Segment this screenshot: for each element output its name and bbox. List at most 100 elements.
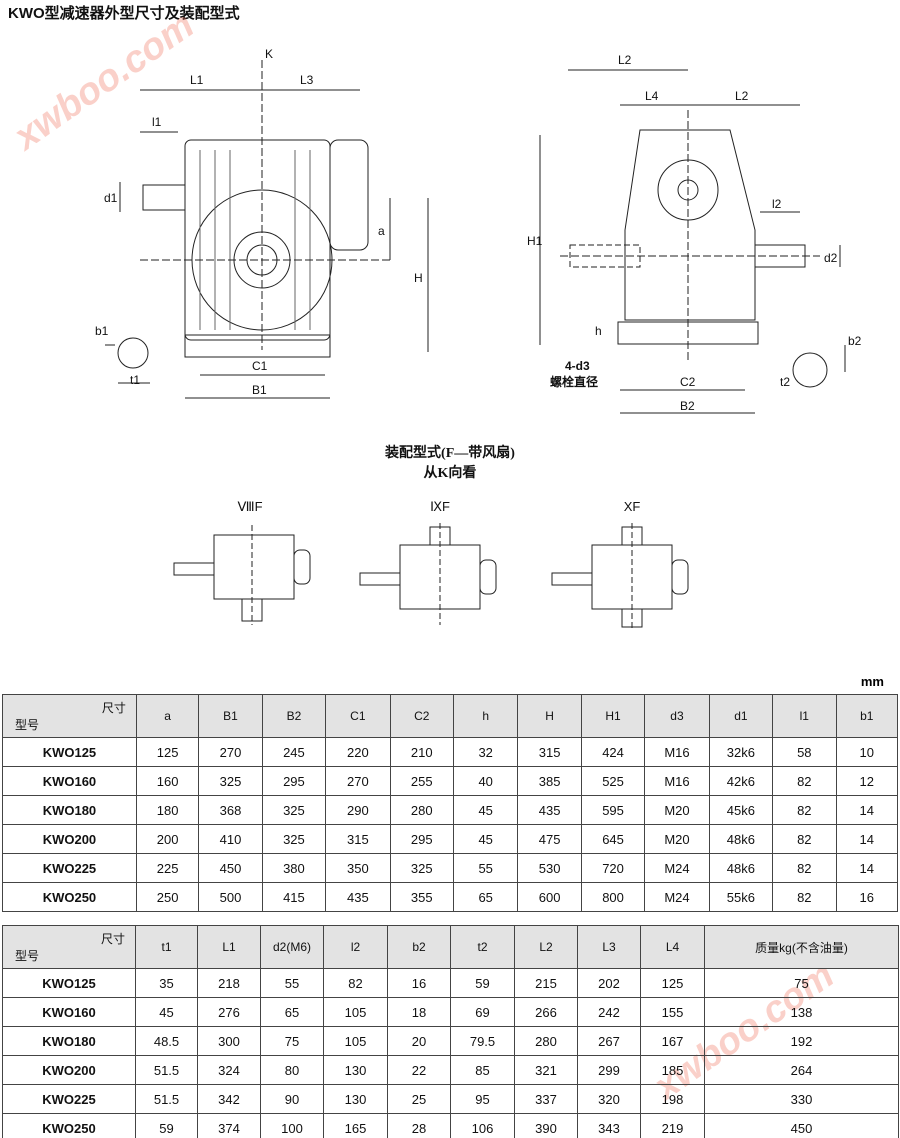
table-cell: 82 (772, 795, 837, 825)
label-B2: B2 (680, 399, 695, 413)
table-cell: 45k6 (708, 795, 774, 825)
column-header: 质量kg(不含油量) (704, 925, 899, 969)
table-cell: 82 (772, 853, 837, 883)
table-cell: 450 (198, 853, 263, 883)
table-cell: 300 (197, 1026, 261, 1056)
table-cell: 59 (450, 968, 515, 998)
column-header: B1 (198, 694, 263, 738)
label-l2: l2 (772, 197, 782, 211)
column-header: L1 (197, 925, 261, 969)
corner-dimension-label: 尺寸 (100, 932, 125, 946)
assembly-subtitle: 从K向看 (423, 466, 477, 481)
label-4-d3: 4-d3 (565, 359, 590, 373)
label-K: K (265, 47, 273, 61)
table-cell: 290 (325, 795, 391, 825)
corner-header: 尺寸型号 (2, 925, 136, 969)
table-cell: 22 (387, 1055, 451, 1085)
label-C2: C2 (680, 375, 696, 389)
table-cell: 55 (452, 853, 519, 883)
model-cell: KWO180 (2, 1026, 136, 1056)
front-view-drawing (105, 60, 429, 399)
table-cell: 16 (835, 882, 899, 912)
table-cell: 48k6 (708, 824, 774, 854)
table-cell: 280 (514, 1026, 578, 1056)
table-cell: 32 (452, 737, 519, 767)
column-header: L3 (577, 925, 641, 969)
assembly-8F-drawing (173, 525, 311, 625)
table-cell: 51.5 (135, 1055, 198, 1085)
label-a: a (378, 224, 385, 238)
table-cell: 130 (323, 1055, 388, 1085)
table-cell: 65 (452, 882, 519, 912)
table-cell: M16 (644, 766, 710, 796)
table-cell: 800 (580, 882, 646, 912)
table-cell: 242 (577, 997, 641, 1027)
table-cell: 90 (260, 1084, 324, 1114)
column-header: d3 (644, 694, 710, 738)
table-cell: 342 (197, 1084, 261, 1114)
table-cell: 315 (325, 824, 391, 854)
table-cell: 45 (452, 795, 519, 825)
table-cell: 82 (772, 766, 837, 796)
table-cell: 55k6 (708, 882, 774, 912)
corner-header: 尺寸型号 (2, 694, 137, 738)
column-header: l2 (323, 925, 388, 969)
table-cell: 218 (197, 968, 261, 998)
label-b1: b1 (95, 324, 109, 338)
table-cell: 220 (325, 737, 391, 767)
assembly-type-10F: XF (624, 499, 641, 514)
label-H: H (414, 271, 423, 285)
table-cell: 270 (198, 737, 263, 767)
table-cell: 18 (387, 997, 451, 1027)
table-cell: 42k6 (708, 766, 774, 796)
table-cell: 325 (389, 853, 454, 883)
table-cell: M20 (644, 824, 710, 854)
column-header: C2 (389, 694, 454, 738)
column-header: b2 (387, 925, 451, 969)
table-cell: 51.5 (135, 1084, 198, 1114)
table-cell: 250 (135, 882, 200, 912)
table-cell: 255 (389, 766, 454, 796)
table-cell: 600 (517, 882, 582, 912)
table-cell: 75 (260, 1026, 324, 1056)
table-cell: 185 (640, 1055, 705, 1085)
table-cell: 25 (387, 1084, 451, 1114)
table-cell: 12 (835, 766, 899, 796)
label-d1: d1 (104, 191, 118, 205)
model-cell: KWO160 (2, 997, 136, 1027)
assembly-9F-drawing (359, 523, 497, 625)
table-cell: 125 (135, 737, 200, 767)
label-L4: L4 (645, 89, 659, 103)
table-cell: 28 (387, 1113, 451, 1138)
column-header: t2 (450, 925, 515, 969)
table-cell: 320 (577, 1084, 641, 1114)
table-cell: 180 (135, 795, 200, 825)
table-cell: 210 (389, 737, 454, 767)
table-cell: 85 (450, 1055, 515, 1085)
table-cell: 48k6 (708, 853, 774, 883)
table-cell: 337 (514, 1084, 578, 1114)
label-t1: t1 (130, 373, 140, 387)
table-cell: 225 (135, 853, 200, 883)
column-header: H (517, 694, 582, 738)
table-cell: 720 (580, 853, 646, 883)
label-l1: l1 (152, 115, 162, 129)
column-header: d1 (708, 694, 774, 738)
table-cell: 374 (197, 1113, 261, 1138)
table-cell: 20 (387, 1026, 451, 1056)
table-cell: M24 (644, 882, 710, 912)
table-cell: 276 (197, 997, 261, 1027)
label-h: h (595, 324, 602, 338)
column-header: d2(M6) (260, 925, 324, 969)
table-cell: 82 (323, 968, 388, 998)
table-cell: 105 (323, 1026, 388, 1056)
table-cell: 380 (261, 853, 327, 883)
